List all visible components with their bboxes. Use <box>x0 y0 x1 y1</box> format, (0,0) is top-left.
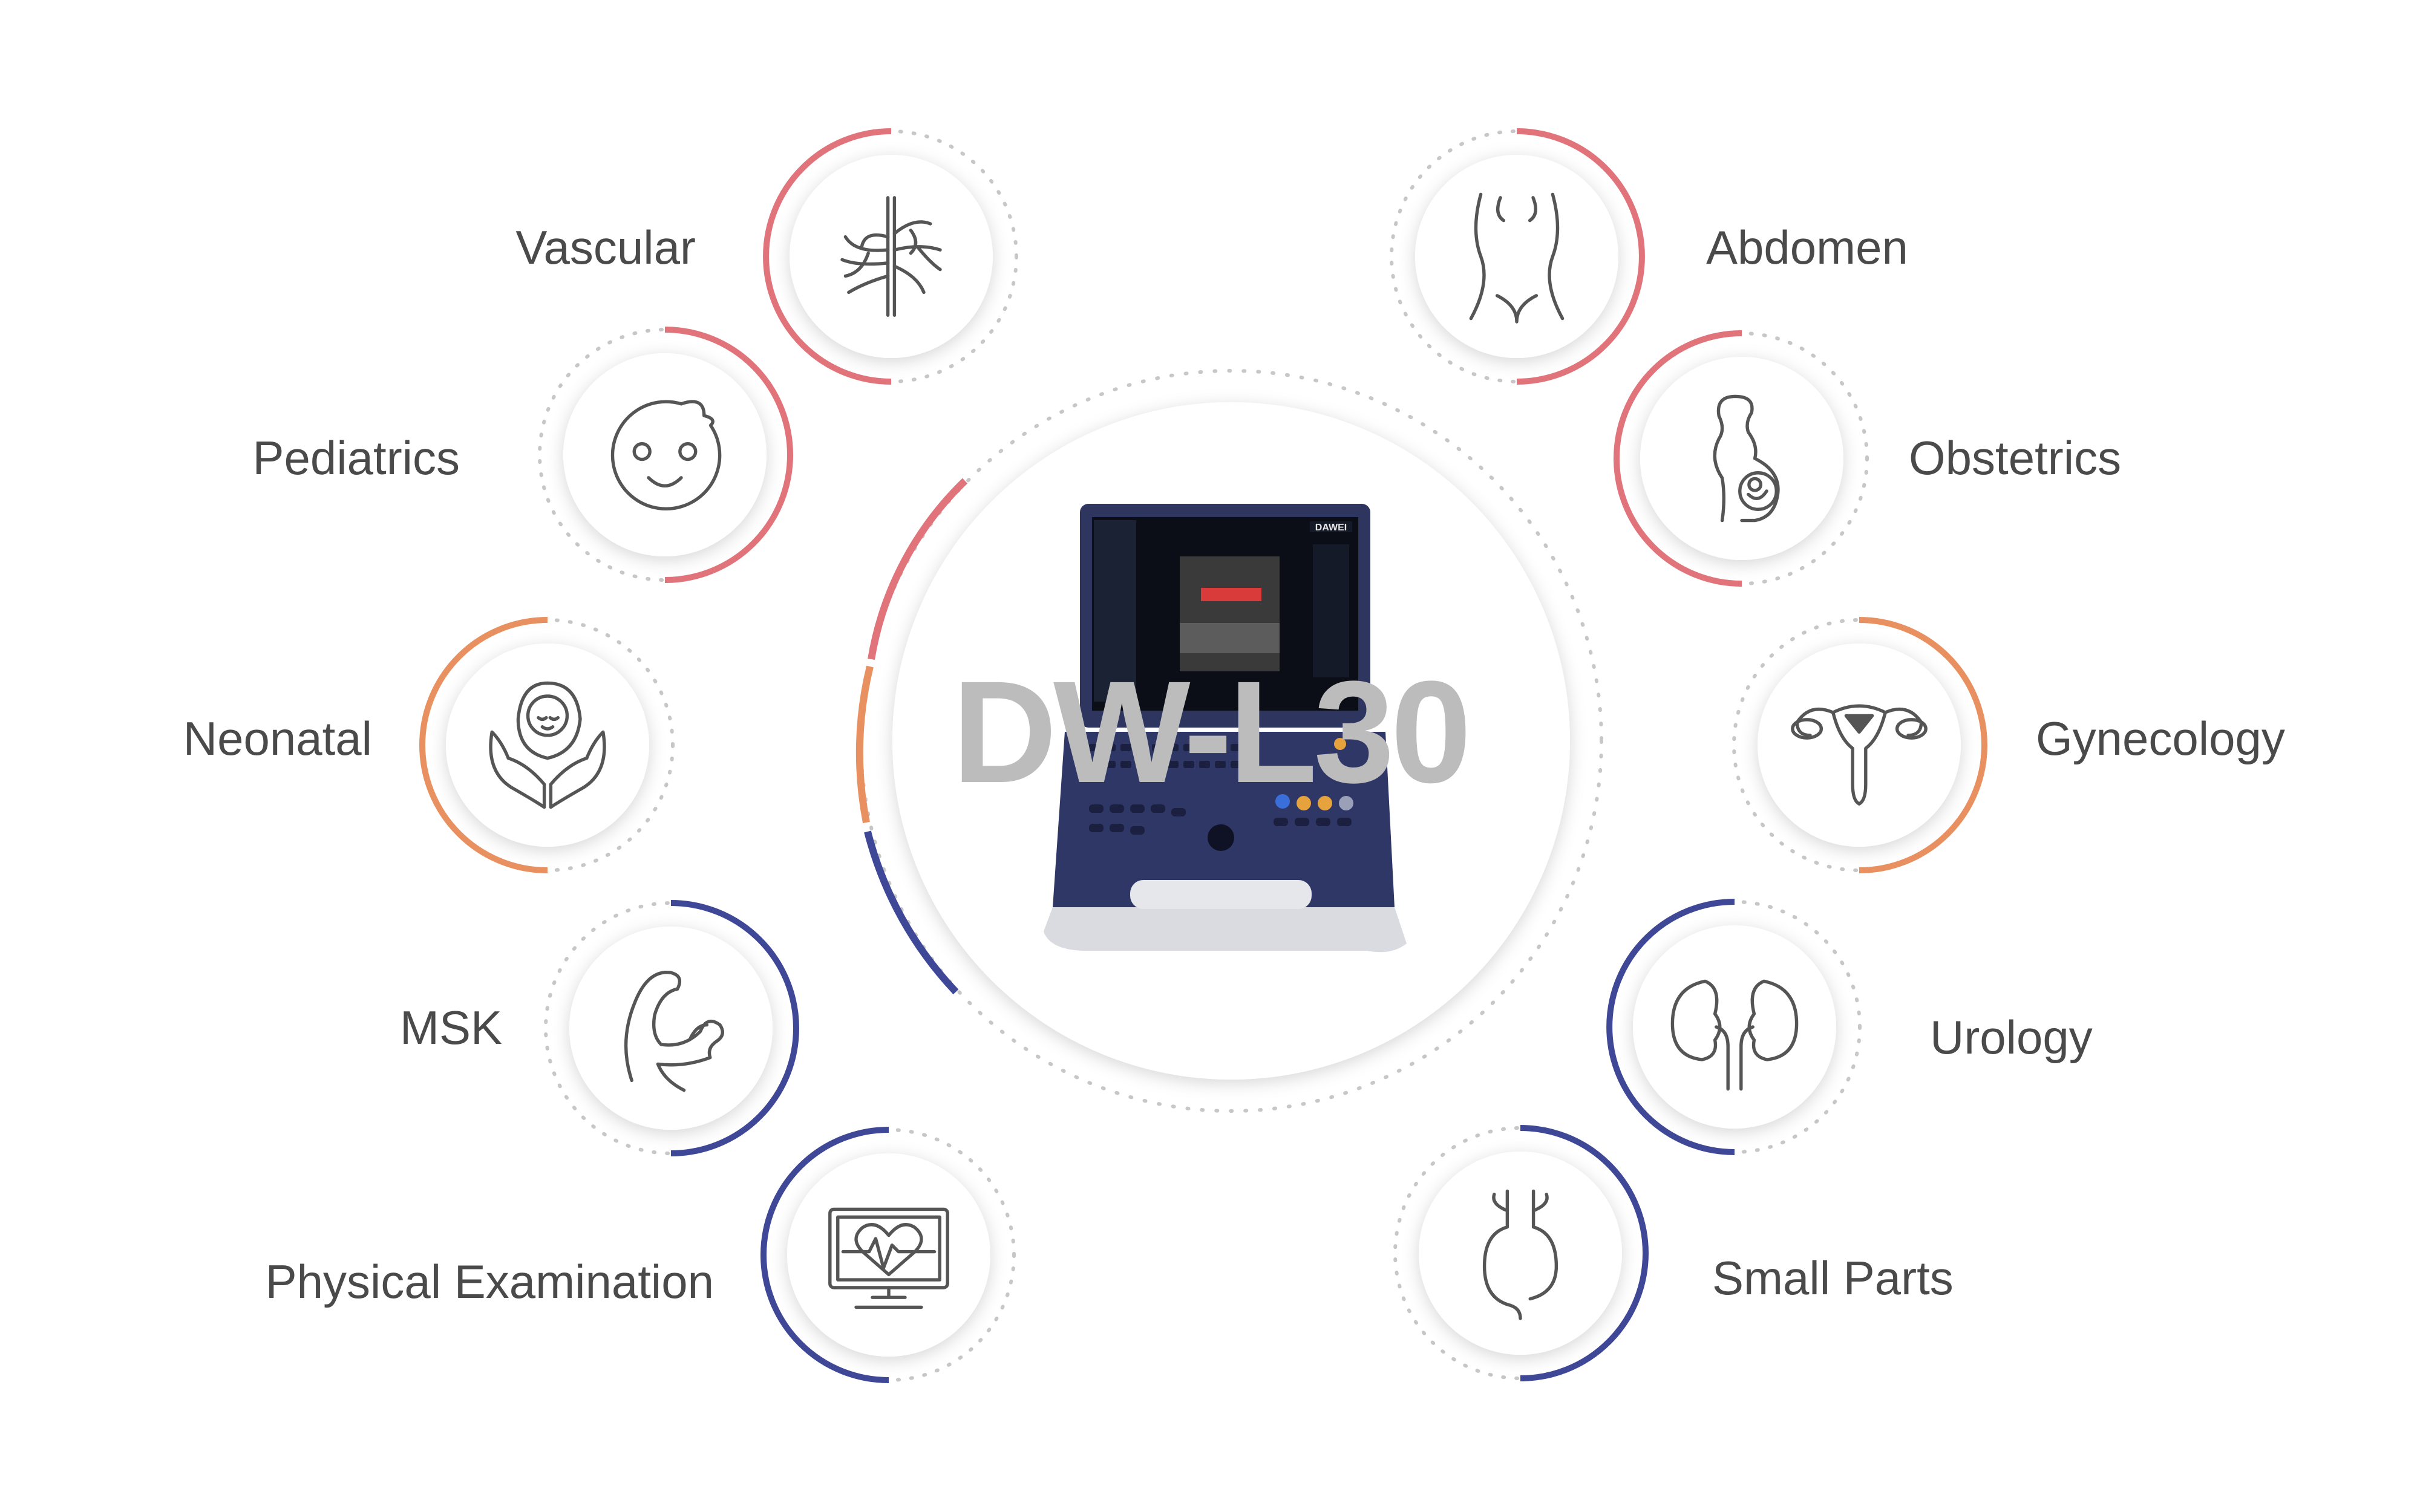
neonatal-color-arc <box>419 617 548 873</box>
flexed-arm-icon <box>624 971 724 1092</box>
uterus-icon <box>1791 704 1928 806</box>
label-small-parts: Small Parts <box>1712 1251 1954 1305</box>
newborn-in-hands-icon <box>489 681 606 809</box>
urology-color-arc <box>1606 899 1735 1155</box>
device-handle-slot <box>1130 880 1312 909</box>
urology-dotted-ring <box>1607 900 1862 1154</box>
label-physical-examination: Physical Examination <box>265 1255 714 1308</box>
brand-label: DAWEI <box>1315 523 1347 533</box>
keyboard-keys <box>1089 744 1352 835</box>
abdomen-color-arc <box>1516 128 1645 385</box>
application-circles <box>419 128 1987 1383</box>
label-msk: MSK <box>399 1001 502 1054</box>
obstetrics-disc <box>1640 357 1843 560</box>
msk-color-arc <box>670 900 799 1156</box>
pregnant-woman-icon <box>1713 394 1780 523</box>
application-abdomen <box>1390 128 1645 385</box>
label-urology: Urology <box>1930 1011 2093 1064</box>
center-arc-blue <box>864 830 959 995</box>
trackball <box>1208 824 1234 851</box>
obstetrics-color-arc <box>1614 330 1742 587</box>
application-small-parts <box>1393 1125 1649 1381</box>
small-parts-color-arc <box>1520 1125 1649 1381</box>
center-arc-orange <box>855 665 874 824</box>
obstetrics-dotted-ring <box>1615 331 1869 585</box>
pediatrics-color-arc <box>664 327 793 583</box>
label-pediatrics: Pediatrics <box>252 431 460 484</box>
heart-monitor-icon <box>828 1207 949 1309</box>
center-arc-red-long <box>868 478 968 660</box>
neonatal-dotted-ring <box>420 618 675 872</box>
thyroid-icon <box>1482 1189 1558 1320</box>
torso-icon <box>1469 192 1565 324</box>
label-abdomen: Abdomen <box>1706 221 1908 274</box>
screen-right-panel <box>1313 544 1349 677</box>
physical-examination-dotted-ring <box>762 1128 1016 1382</box>
vascular-icon <box>840 196 942 317</box>
application-urology <box>1606 899 1862 1155</box>
abdomen-disc <box>1415 155 1618 358</box>
application-gynecology <box>1732 617 1987 873</box>
application-vascular <box>763 128 1018 385</box>
label-obstetrics: Obstetrics <box>1909 431 2122 484</box>
label-vascular: Vascular <box>515 221 696 274</box>
baby-face-icon <box>610 400 722 510</box>
device-screen-sidebar <box>1094 520 1136 702</box>
knob-blue <box>1275 794 1290 809</box>
color-doppler-flow <box>1201 588 1261 601</box>
vascular-color-arc <box>763 128 892 385</box>
knob-grey <box>1339 796 1353 810</box>
brand-bar <box>1310 521 1352 532</box>
gynecology-disc <box>1758 644 1961 847</box>
pediatrics-disc <box>563 353 767 556</box>
vascular-dotted-ring <box>764 129 1018 383</box>
gynecology-color-arc <box>1859 617 1987 873</box>
application-obstetrics <box>1614 330 1869 587</box>
ultrasound-image-band <box>1180 623 1280 653</box>
label-neonatal: Neonatal <box>183 712 372 765</box>
label-gynecology: Gynecology <box>2036 712 2285 765</box>
vascular-disc <box>790 155 993 358</box>
device-base-rim <box>1044 907 1407 953</box>
ultrasound-device-image: DAWEI <box>1044 504 1407 953</box>
application-neonatal <box>419 617 675 873</box>
application-physical-examination <box>760 1127 1016 1383</box>
knob-orange-2 <box>1318 796 1332 810</box>
small-parts-disc <box>1419 1152 1622 1355</box>
knob-top-orange <box>1334 738 1346 750</box>
neonatal-disc <box>446 644 649 847</box>
kidneys-icon <box>1670 979 1799 1091</box>
application-msk <box>544 900 799 1156</box>
msk-disc <box>569 927 773 1130</box>
center-hub: DAWEI <box>855 369 1603 1113</box>
urology-disc <box>1633 925 1836 1129</box>
application-pediatrics <box>538 327 793 583</box>
physical-examination-color-arc <box>760 1127 889 1383</box>
knob-orange-1 <box>1297 796 1311 810</box>
model-title: DW-L30 <box>952 651 1472 813</box>
